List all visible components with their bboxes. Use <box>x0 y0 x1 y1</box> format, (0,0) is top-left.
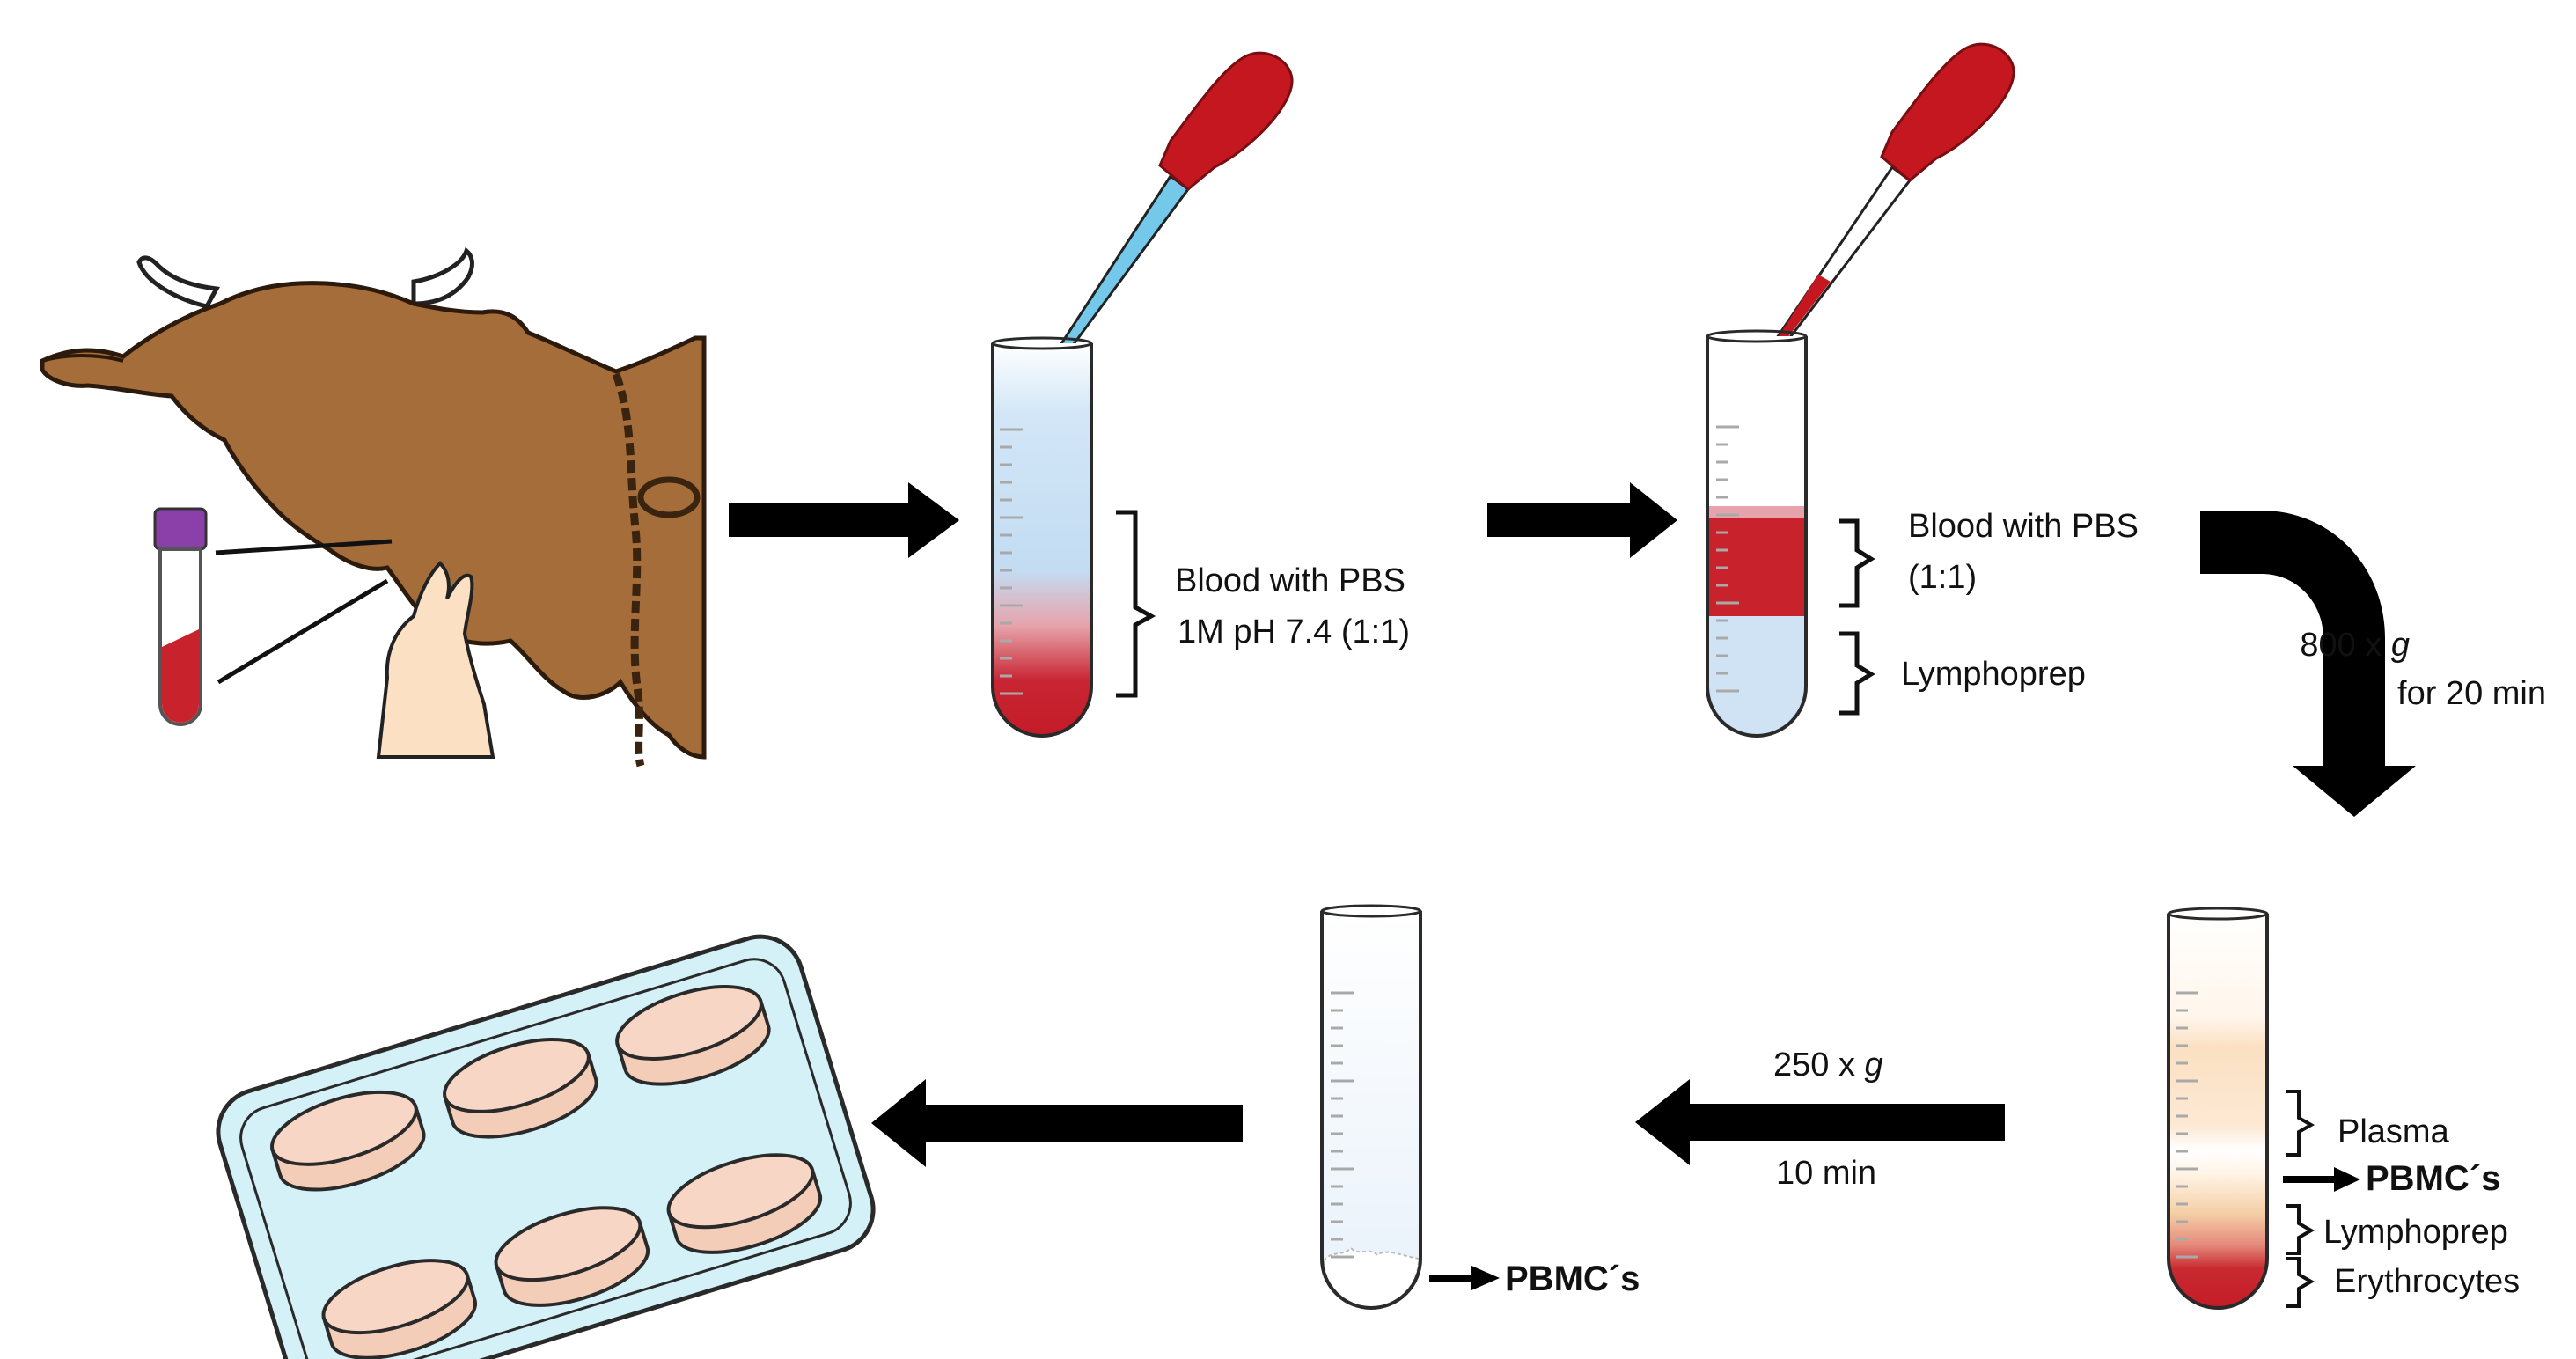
human-hand <box>376 561 495 759</box>
pipette-blue-bulb <box>1158 51 1294 191</box>
tube-3-outline <box>2167 914 2269 1310</box>
tube-4-outline <box>1320 911 1422 1310</box>
culture-plate <box>216 934 876 1359</box>
tube-2-blood-layer <box>1707 512 1806 616</box>
tube-4 <box>1320 904 1422 1310</box>
arrow-pbmc-tube4 <box>1429 1266 1500 1290</box>
culture-plate-inner <box>239 958 852 1359</box>
collection-tube <box>153 507 393 726</box>
pipette-red <box>1758 42 2015 364</box>
collection-tube-cap <box>153 507 208 551</box>
well <box>443 1038 591 1113</box>
tube-2-lymphoprep-label: Lymphoprep <box>1901 656 2086 693</box>
arrow-centrifuge <box>2200 511 2416 817</box>
arrow-to-plate <box>871 1079 1243 1167</box>
arrow-step1 <box>729 482 959 558</box>
cow-ear <box>41 354 124 363</box>
tube-4-pbmc-label: PBMC´s <box>1505 1260 1640 1298</box>
bracket-erythrocytes <box>2286 1257 2315 1308</box>
cow-body <box>40 281 707 760</box>
arrow-wash <box>1635 1079 2005 1165</box>
wash-time: 10 min <box>1776 1155 1876 1192</box>
tube-2 <box>1706 329 1808 738</box>
cow-illustration <box>40 246 707 768</box>
tube-1 <box>991 336 1093 738</box>
tube-2-lymphoprep-layer <box>1707 616 1806 736</box>
tube-4-graduations <box>1331 991 1354 1259</box>
tube-3-graduations <box>2176 991 2198 1259</box>
well <box>494 1206 642 1282</box>
tube-3-plasma-label: Plasma <box>2337 1113 2450 1150</box>
tube-2-blood-label-line2: (1:1) <box>1908 559 1977 596</box>
centrifuge-time: for 20 min <box>2397 675 2546 712</box>
bracket-plasma <box>2286 1090 2315 1157</box>
cow-halter <box>612 372 645 768</box>
pipette-red-bulb <box>1880 42 2015 182</box>
cow-horn-right <box>411 246 474 306</box>
cow-horn-left <box>136 255 220 309</box>
tube-2-graduations <box>1716 425 1739 693</box>
well <box>270 1090 418 1166</box>
pipette-blue <box>1043 51 1294 370</box>
bracket-blood-pbs <box>1839 518 1875 608</box>
arrow-pbmc-tube3 <box>2283 1167 2360 1192</box>
tube-3-pbmc-label: PBMC´s <box>2366 1159 2500 1198</box>
collection-tube-blood <box>162 629 199 723</box>
tube-1-label-line2: 1M pH 7.4 (1:1) <box>1178 613 1410 650</box>
wash-speed: 250 x g <box>1773 1047 1883 1084</box>
well <box>615 985 763 1061</box>
bracket-lymphoprep <box>1839 631 1875 716</box>
tube-1-outline <box>991 343 1093 738</box>
tube-3-erythrocytes-label: Erythrocytes <box>2334 1263 2520 1300</box>
tube-2-blood-label-line1: Blood with PBS <box>1908 508 2139 545</box>
tube-1-graduations <box>1000 428 1023 695</box>
well <box>666 1153 815 1230</box>
bracket-tube1 <box>1116 510 1156 698</box>
tube-1-label-line1: Blood with PBS <box>1175 562 1405 599</box>
cow-halter-loop <box>637 476 701 518</box>
arrow-step2 <box>1487 482 1677 558</box>
centrifuge-speed: 800 x g <box>2300 627 2410 664</box>
tube-3-lymphoprep-label: Lymphoprep <box>2323 1214 2508 1251</box>
well <box>321 1259 470 1335</box>
bracket-lymphoprep-3 <box>2286 1204 2315 1255</box>
needle-line-lower <box>217 578 389 685</box>
tube-3 <box>2167 907 2269 1310</box>
tube-2-outline <box>1706 336 1808 738</box>
needle-line-upper <box>215 539 393 555</box>
